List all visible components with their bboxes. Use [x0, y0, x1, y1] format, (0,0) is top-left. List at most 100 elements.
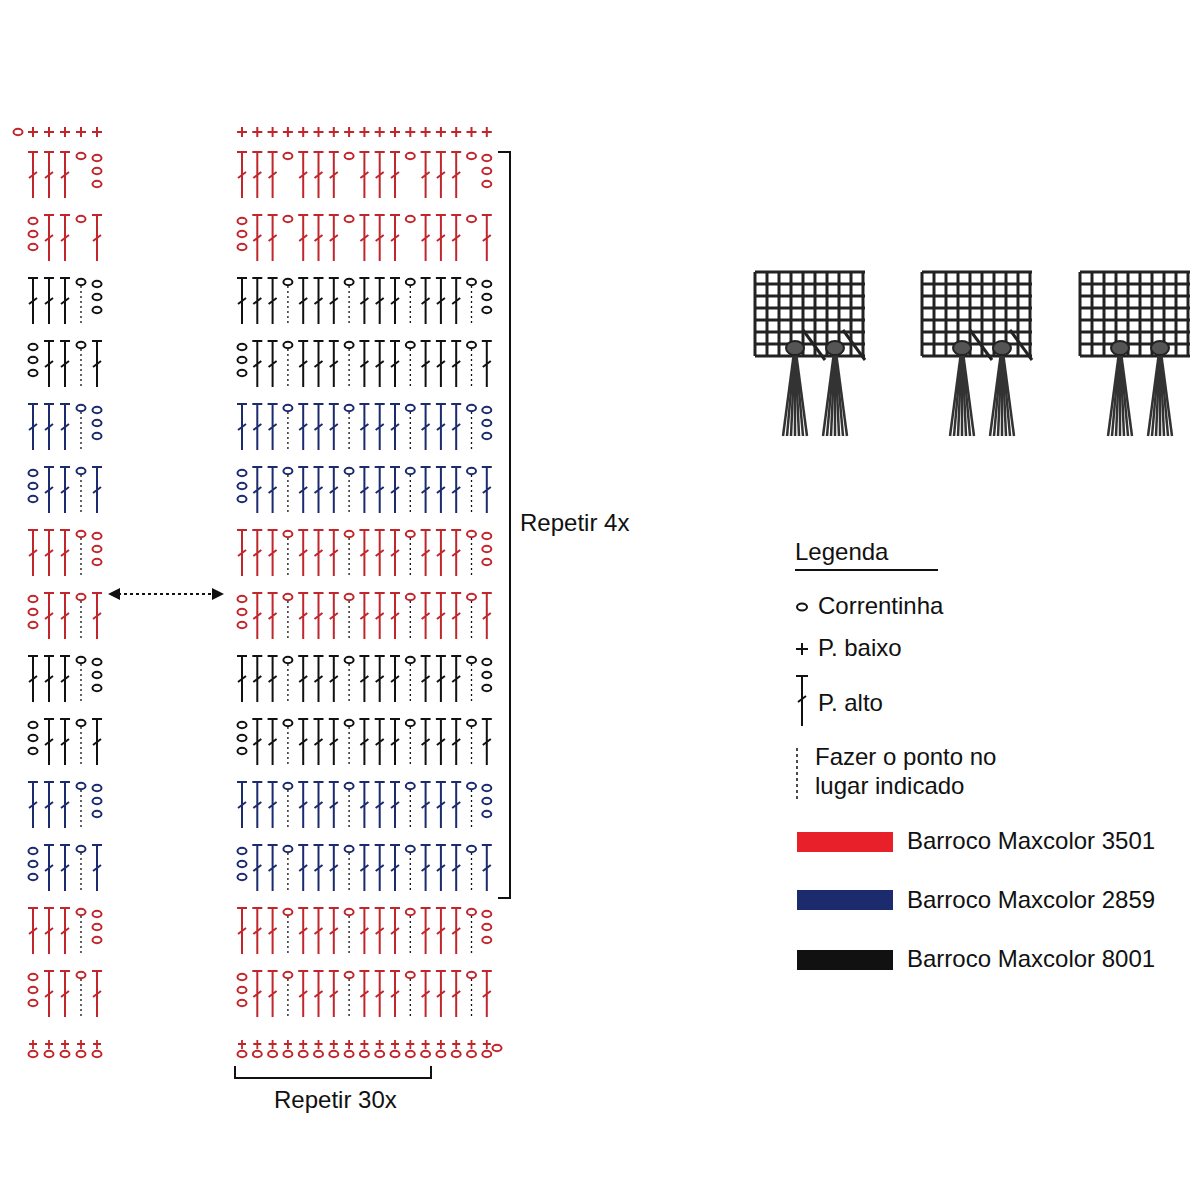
chain-stitch [77, 720, 86, 726]
dotted-guide [471, 727, 472, 765]
chain-stitch [391, 1051, 400, 1057]
dotted-guide [348, 412, 349, 450]
double-crochet [451, 341, 461, 387]
double-crochet [451, 908, 461, 954]
single-crochet [60, 127, 70, 137]
double-crochet [44, 593, 54, 639]
double-crochet [268, 971, 278, 1017]
double-crochet [28, 278, 38, 324]
chain-stitch [482, 1051, 491, 1057]
hook [803, 330, 825, 360]
dotted-guide [410, 286, 411, 324]
double-crochet [268, 845, 278, 891]
double-crochet [237, 530, 247, 576]
double-crochet [421, 971, 431, 1017]
dotted-guide [80, 286, 81, 324]
double-crochet [451, 215, 461, 261]
single-crochet [344, 127, 354, 137]
double-crochet [451, 719, 461, 765]
chain-stitch [345, 279, 354, 285]
double-crochet [451, 278, 461, 324]
chain-stitch [77, 216, 86, 222]
double-crochet [268, 593, 278, 639]
chain-stitch [29, 596, 38, 602]
tassel-strand [835, 345, 847, 436]
repeat-label: Repetir 30x [274, 1086, 397, 1115]
dotted-guide [348, 475, 349, 513]
chain-stitch [482, 168, 491, 174]
single-crochet [483, 1040, 491, 1049]
double-crochet [421, 845, 431, 891]
single-crochet [77, 1040, 85, 1049]
chain-stitch [29, 370, 38, 376]
chain-stitch [345, 342, 354, 348]
dotted-guide [80, 538, 81, 576]
tassel-strand [954, 345, 962, 436]
dotted-guide [471, 601, 472, 639]
double-crochet [252, 593, 262, 639]
chain-stitch [345, 846, 354, 852]
chain-stitch [283, 846, 292, 852]
single-crochet [360, 1040, 368, 1049]
chain-stitch [467, 972, 476, 978]
dotted-guide [287, 664, 288, 702]
double-crochet [314, 845, 324, 891]
double-crochet [60, 593, 70, 639]
double-crochet [92, 719, 102, 765]
chain-stitch [77, 405, 86, 411]
dotted-guide [80, 790, 81, 828]
mesh-line [922, 343, 1032, 346]
double-crochet [268, 152, 278, 198]
chain-stitch [45, 1051, 54, 1057]
chain-stitch [93, 155, 102, 161]
chain-stitch [93, 559, 102, 565]
single-crochet [299, 1040, 307, 1049]
legend-title: Legenda [795, 538, 888, 567]
double-crochet [359, 341, 369, 387]
double-crochet [44, 152, 54, 198]
chain-stitch [29, 861, 38, 867]
double-crochet [375, 656, 385, 702]
chain-symbol [797, 604, 807, 611]
double-crochet [252, 845, 262, 891]
chain-stitch [345, 405, 354, 411]
double-crochet [60, 782, 70, 828]
chain-stitch [482, 307, 491, 313]
double-crochet [44, 656, 54, 702]
mesh-line [1080, 343, 1190, 346]
chain-stitch [283, 279, 292, 285]
single-crochet [406, 1040, 414, 1049]
double-crochet [92, 215, 102, 261]
chain-stitch [29, 722, 38, 728]
chain-stitch [14, 129, 23, 135]
chain-stitch [238, 974, 247, 980]
chain-stitch [452, 1051, 461, 1057]
single-crochet [391, 1040, 399, 1049]
chain-stitch [283, 153, 292, 159]
double-crochet [436, 404, 446, 450]
double-crochet [28, 656, 38, 702]
double-crochet [482, 215, 492, 261]
dotted-guide [80, 475, 81, 513]
chain-stitch [29, 483, 38, 489]
double-crochet [298, 656, 308, 702]
double-crochet [298, 278, 308, 324]
chain-stitch [482, 672, 491, 678]
single-crochet [269, 1040, 277, 1049]
double-crochet [375, 467, 385, 513]
double-crochet [390, 971, 400, 1017]
double-crochet [314, 341, 324, 387]
tassel-strand [1108, 345, 1120, 436]
chain-stitch [299, 1051, 308, 1057]
double-crochet [359, 593, 369, 639]
double-crochet [375, 152, 385, 198]
chain-stitch [29, 609, 38, 615]
repeat-bracket [235, 1066, 431, 1078]
dotted-guide [410, 979, 411, 1017]
dotted-guide [80, 349, 81, 387]
dotted-guide [287, 475, 288, 513]
single-crochet [390, 127, 400, 137]
chain-stitch [482, 924, 491, 930]
double-crochet [436, 341, 446, 387]
single-crochet [284, 1040, 292, 1049]
